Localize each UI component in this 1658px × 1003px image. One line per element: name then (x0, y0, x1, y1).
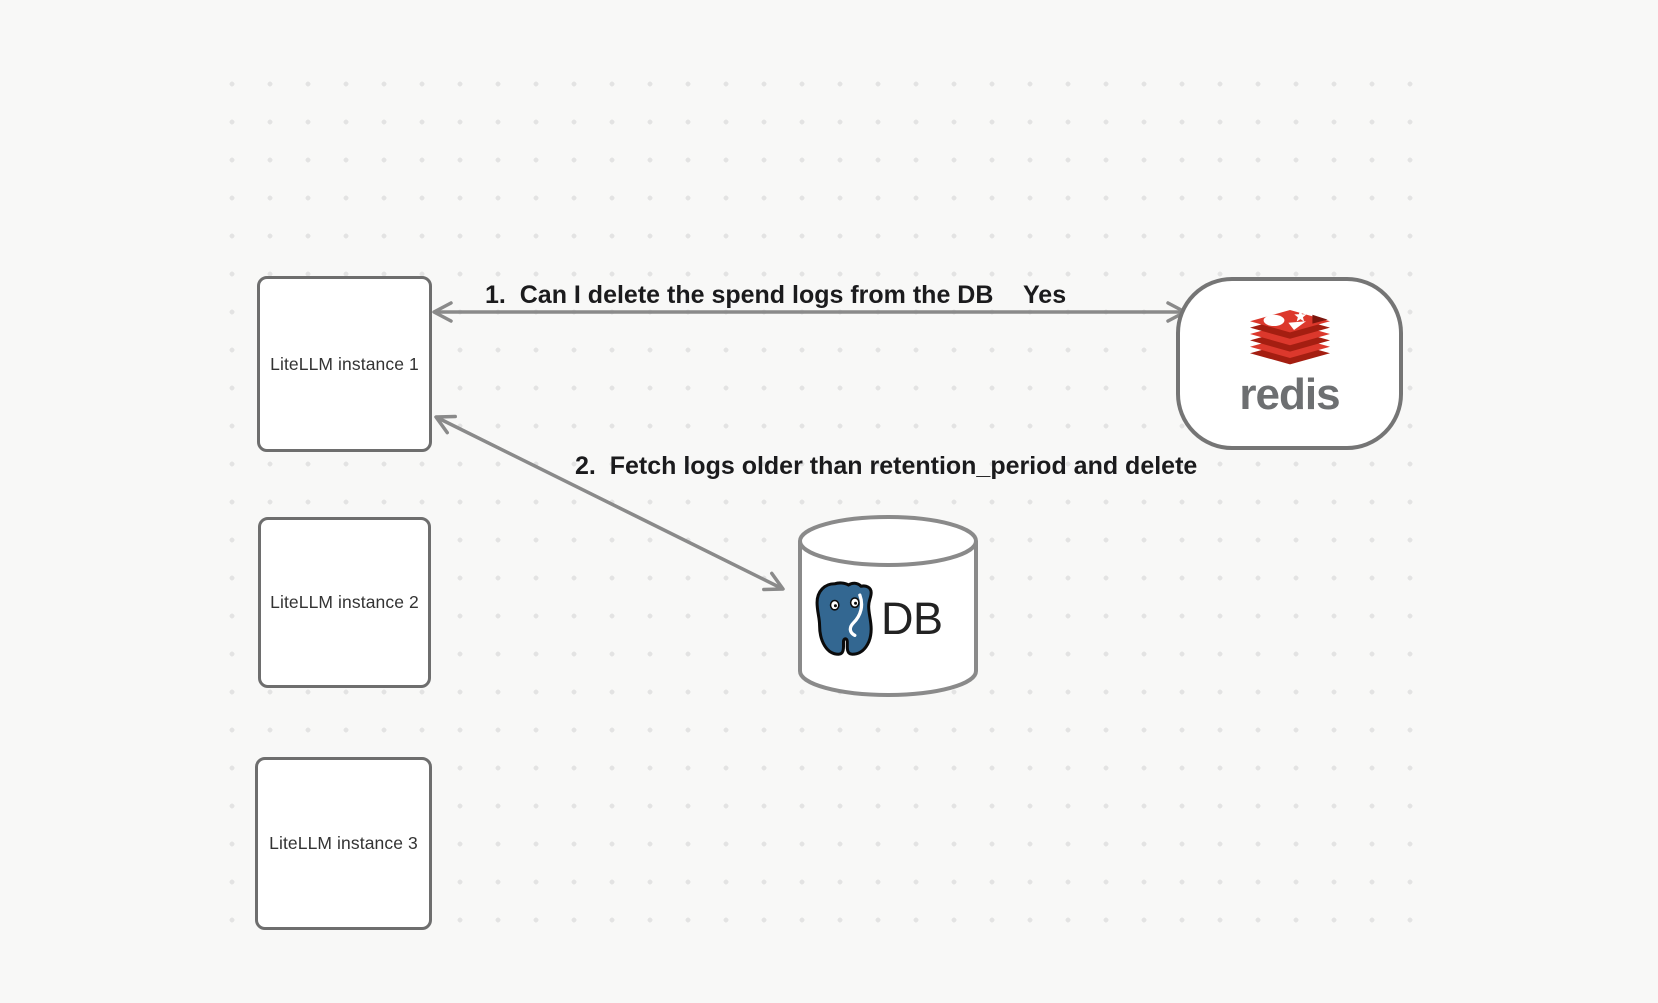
node-label: LiteLLM instance 1 (270, 353, 419, 374)
postgresql-elephant-icon (815, 581, 873, 656)
db-label: DB (881, 593, 943, 644)
redis-wordmark: redis (1239, 370, 1340, 419)
arrow-2-label[interactable]: 2. Fetch logs older than retention_perio… (575, 452, 1198, 480)
arrow-1-answer[interactable]: Yes (1023, 281, 1067, 309)
redis-logo-icon (1249, 310, 1330, 365)
node-litellm-instance-2[interactable]: LiteLLM instance 2 (258, 517, 431, 688)
node-litellm-instance-1[interactable]: LiteLLM instance 1 (257, 276, 432, 452)
node-db-cylinder[interactable] (798, 515, 978, 697)
arrow-2[interactable] (434, 414, 785, 592)
node-litellm-instance-3[interactable]: LiteLLM instance 3 (255, 757, 432, 930)
node-redis[interactable]: redis (1176, 277, 1403, 450)
node-label: LiteLLM instance 2 (270, 592, 419, 612)
node-label: LiteLLM instance 3 (269, 833, 418, 853)
arrow-1-label[interactable]: 1. Can I delete the spend logs from the … (485, 281, 994, 309)
